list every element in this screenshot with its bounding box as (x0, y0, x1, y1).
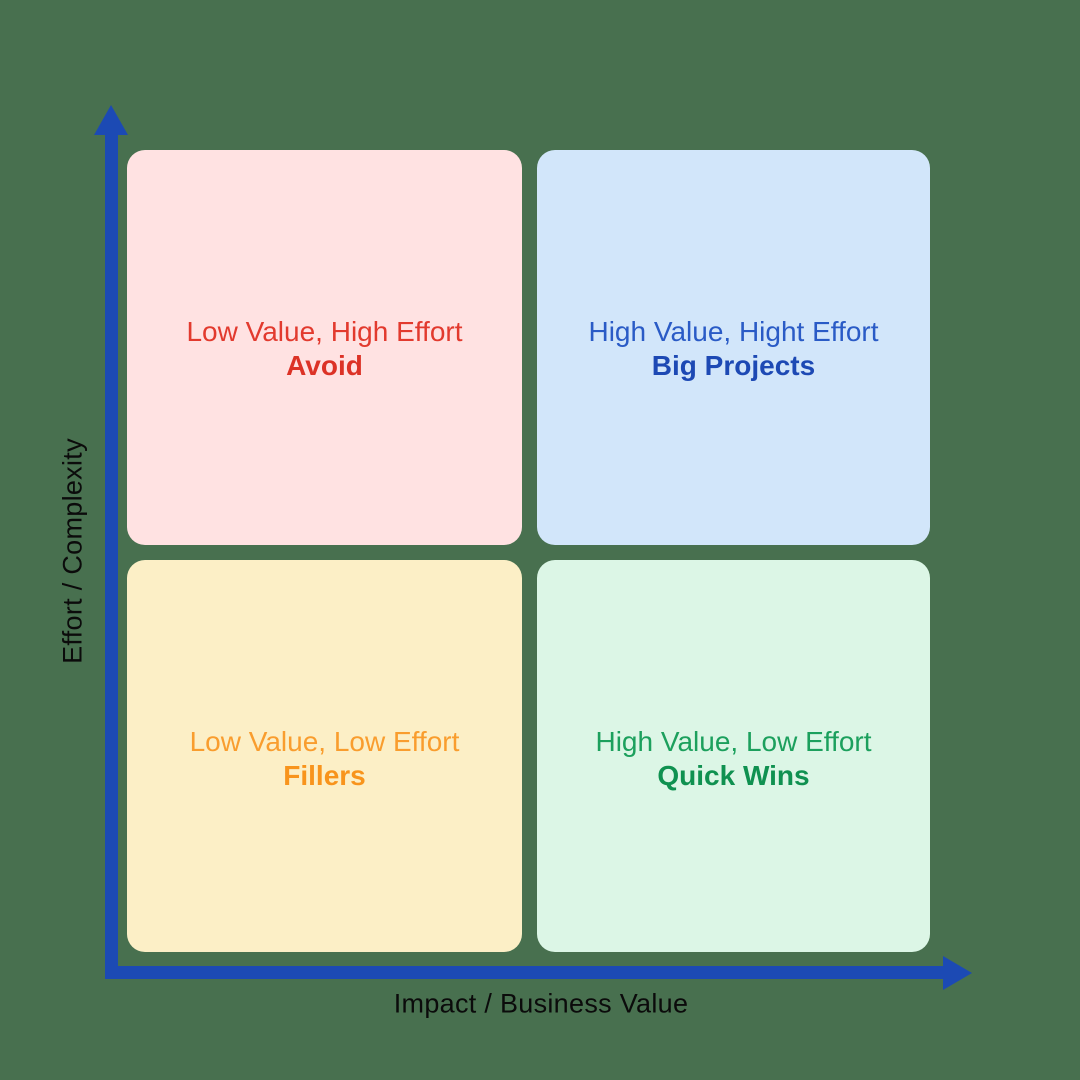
quadrant-title: Big Projects (651, 350, 816, 381)
quadrant-title: Avoid (286, 350, 363, 381)
x-axis-label: Impact / Business Value (393, 988, 689, 1019)
quadrant-quick-wins: High Value, Low Effort Quick Wins (537, 560, 930, 952)
quadrant-text-block: Low Value, Low Effort Fillers (127, 725, 522, 793)
quadrant-subtitle: Low Value, Low Effort (189, 726, 460, 757)
quadrant-subtitle: High Value, Low Effort (595, 726, 872, 757)
quadrant-avoid: Low Value, High Effort Avoid (127, 150, 522, 545)
quadrant-title: Quick Wins (657, 760, 810, 791)
quadrant-fillers: Low Value, Low Effort Fillers (127, 560, 522, 952)
quadrant-title: Fillers (283, 760, 366, 791)
y-axis-label: Effort / Complexity (57, 438, 88, 664)
quadrant-big-projects: High Value, Hight Effort Big Projects (537, 150, 930, 545)
quadrant-subtitle: High Value, Hight Effort (588, 316, 879, 347)
arrow-right-icon (943, 956, 972, 990)
quadrant-subtitle: Low Value, High Effort (186, 316, 463, 347)
quadrant-text-block: High Value, Hight Effort Big Projects (537, 315, 930, 383)
x-axis-line (105, 966, 945, 979)
arrow-up-icon (94, 105, 128, 135)
quadrant-text-block: Low Value, High Effort Avoid (127, 315, 522, 383)
y-axis-line (105, 130, 118, 979)
quadrant-text-block: High Value, Low Effort Quick Wins (537, 725, 930, 793)
